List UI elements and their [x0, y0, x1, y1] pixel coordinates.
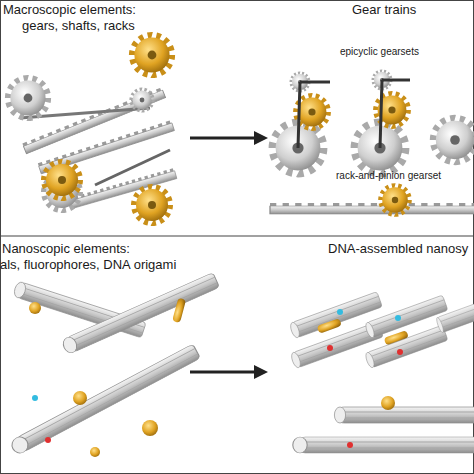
panel-label: Gear trains — [352, 3, 416, 18]
panel-label: DNA-assembled nanosy — [328, 242, 468, 257]
panel-label: als, fluorophores, DNA origami — [0, 258, 176, 273]
panel-label: gears, shafts, racks — [22, 19, 135, 34]
panel-label: Nanoscopic elements: — [2, 242, 130, 257]
panel-label: epicyclic gearsets — [340, 46, 419, 58]
panel-label: rack-and-pinion gearset — [336, 170, 441, 182]
panel-label: Macroscopic elements: — [3, 3, 136, 18]
